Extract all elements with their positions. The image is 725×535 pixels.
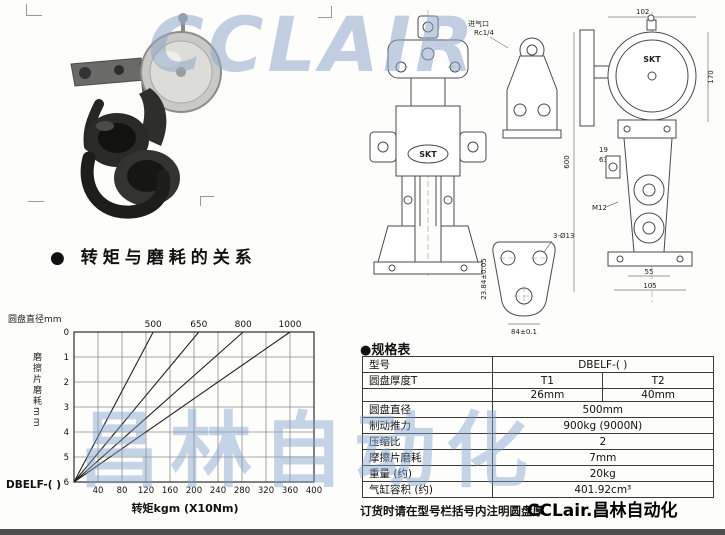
spec-value: DBELF-( ) xyxy=(491,356,715,373)
y-tick-label: 6 xyxy=(64,478,69,488)
series-label-500: 500 xyxy=(145,320,162,330)
table-row-model: 型号 DBELF-( ) xyxy=(362,356,715,373)
step-dim-1: 19 xyxy=(599,146,608,154)
spec-label: 重量 (约) xyxy=(362,465,493,482)
series-label-1000: 1000 xyxy=(279,320,302,330)
series-label-650: 650 xyxy=(190,320,207,330)
spec-label: 压缩比 xyxy=(362,433,493,450)
table-row-weight: 重量 (约) 20kg xyxy=(362,465,715,482)
crop-mark xyxy=(28,194,44,202)
offset-dim: 23.84±0.05 xyxy=(480,258,488,300)
technical-drawings: SKT 进气口 Rc1/4 3-Ø13 84±0.1 23.84±0.05 xyxy=(369,8,715,336)
air-inlet-size-label: Rc1/4 xyxy=(474,29,495,37)
spec-value: 7mm xyxy=(491,449,715,466)
table-row-thickness-values: 26mm 40mm xyxy=(362,388,714,402)
spec-value: 900kg (9000N) xyxy=(491,417,715,434)
front-view-drawing: SKT xyxy=(369,10,487,276)
x-tick-label: 200 xyxy=(186,486,202,496)
y-tick-label: 4 xyxy=(64,428,69,438)
x-tick-label: 80 xyxy=(117,486,128,496)
series-line-1000 xyxy=(73,331,291,483)
side-view-drawing: 102 SKT 170 600 19 63 M12 55 105 xyxy=(563,8,715,302)
table-row-thickness: 圆盘厚度T T1 T2 xyxy=(362,372,714,389)
spec-label: 圆盘直径 xyxy=(362,401,493,418)
spec-table: 型号 DBELF-( ) 圆盘厚度T T1 T2 26mm 40mm 圆盘直径 … xyxy=(362,356,715,498)
spec-value: 20kg xyxy=(491,465,715,482)
spec-label: 圆盘厚度T xyxy=(362,372,493,389)
spec-section-heading: ●规格表 xyxy=(360,343,411,358)
spec-value: 500mm xyxy=(491,401,715,418)
series-label-800: 800 xyxy=(235,320,252,330)
crop-mark xyxy=(318,6,332,18)
table-row-volume: 气缸容积 (约) 401.92cm³ xyxy=(362,481,715,498)
y-tick-label: 5 xyxy=(64,453,69,463)
x-tick-label: 120 xyxy=(138,486,154,496)
hole-spacing-dim: 84±0.1 xyxy=(511,328,537,336)
torque-wear-chart: 40 80 120 160 200 240 280 320 360 400 0 1 2 3 4 5 6 500 65… xyxy=(64,320,323,496)
step-dim-2: 63 xyxy=(599,156,608,164)
spec-value-t2: 40mm xyxy=(602,388,714,402)
y-tick-label: 3 xyxy=(64,403,69,413)
chart-model-label: DBELF-( ) xyxy=(6,479,62,491)
table-row-ratio: 压缩比 2 xyxy=(362,433,715,450)
x-tick-label: 360 xyxy=(282,486,298,496)
base-plate-detail-drawing: 3-Ø13 84±0.1 23.84±0.05 xyxy=(480,232,574,336)
top-width-dim: 102 xyxy=(636,8,649,16)
y-tick-label: 2 xyxy=(64,378,69,388)
series-line-650 xyxy=(73,331,200,483)
spec-label: 型号 xyxy=(362,356,493,373)
wear-axis-label: 磨擦片磨耗mm xyxy=(31,352,41,429)
scan-edge xyxy=(0,529,725,535)
table-row-thrust: 制动推力 900kg (9000N) xyxy=(362,417,715,434)
product-photo xyxy=(70,13,222,219)
clevis-bracket-drawing xyxy=(502,37,562,139)
x-tick-label: 400 xyxy=(306,486,322,496)
base-dim-2: 105 xyxy=(643,282,656,290)
hole-count-dim: 3-Ø13 xyxy=(553,232,574,240)
order-note: 订货时请在型号栏括号内注明圆盘厚 xyxy=(360,504,544,518)
table-row-diameter: 圆盘直径 500mm xyxy=(362,401,715,418)
x-tick-label: 40 xyxy=(93,486,104,496)
spec-value: 401.92cm³ xyxy=(491,481,715,498)
air-inlet-label: 进气口 xyxy=(468,19,489,28)
torque-axis-label: 转矩kgm (X10Nm) xyxy=(131,502,239,515)
disc-diameter-axis-label: 圆盘直径mm xyxy=(8,315,62,325)
x-tick-label: 280 xyxy=(234,486,250,496)
spec-value-t1: T1 xyxy=(491,372,604,389)
spec-value-t2: T2 xyxy=(602,372,714,389)
plot-frame xyxy=(73,331,315,483)
spec-label: 制动推力 xyxy=(362,417,493,434)
y-tick-label: 1 xyxy=(64,353,69,363)
right-height-dim: 170 xyxy=(707,70,715,83)
x-tick-label: 160 xyxy=(162,486,178,496)
y-tick-label: 0 xyxy=(64,328,69,338)
brand-label: SKT xyxy=(419,150,437,159)
spec-value: 2 xyxy=(491,433,715,450)
series-line-500 xyxy=(73,331,154,483)
series-line-800 xyxy=(73,331,244,483)
torque-section-heading: ● 转矩与磨耗的关系 xyxy=(50,248,257,268)
crop-mark xyxy=(200,196,214,206)
spec-value-t1: 26mm xyxy=(491,388,604,402)
x-tick-label: 240 xyxy=(210,486,226,496)
spec-label: 摩擦片磨耗 xyxy=(362,449,493,466)
air-inlet-annotation: 进气口 Rc1/4 xyxy=(468,19,509,49)
watermark-bottom-right: CCLair.昌林自动化 xyxy=(527,501,678,521)
brand-label: SKT xyxy=(643,55,661,64)
table-row-pad-wear: 摩擦片磨耗 7mm xyxy=(362,449,715,466)
overall-height-dim: 600 xyxy=(563,155,571,168)
spec-label: 气缸容积 (约) xyxy=(362,481,493,498)
spec-label-empty xyxy=(362,388,493,402)
crop-mark xyxy=(26,4,42,16)
base-dim-1: 55 xyxy=(645,268,654,276)
thread-dim: M12 xyxy=(592,204,607,212)
x-tick-label: 320 xyxy=(258,486,274,496)
